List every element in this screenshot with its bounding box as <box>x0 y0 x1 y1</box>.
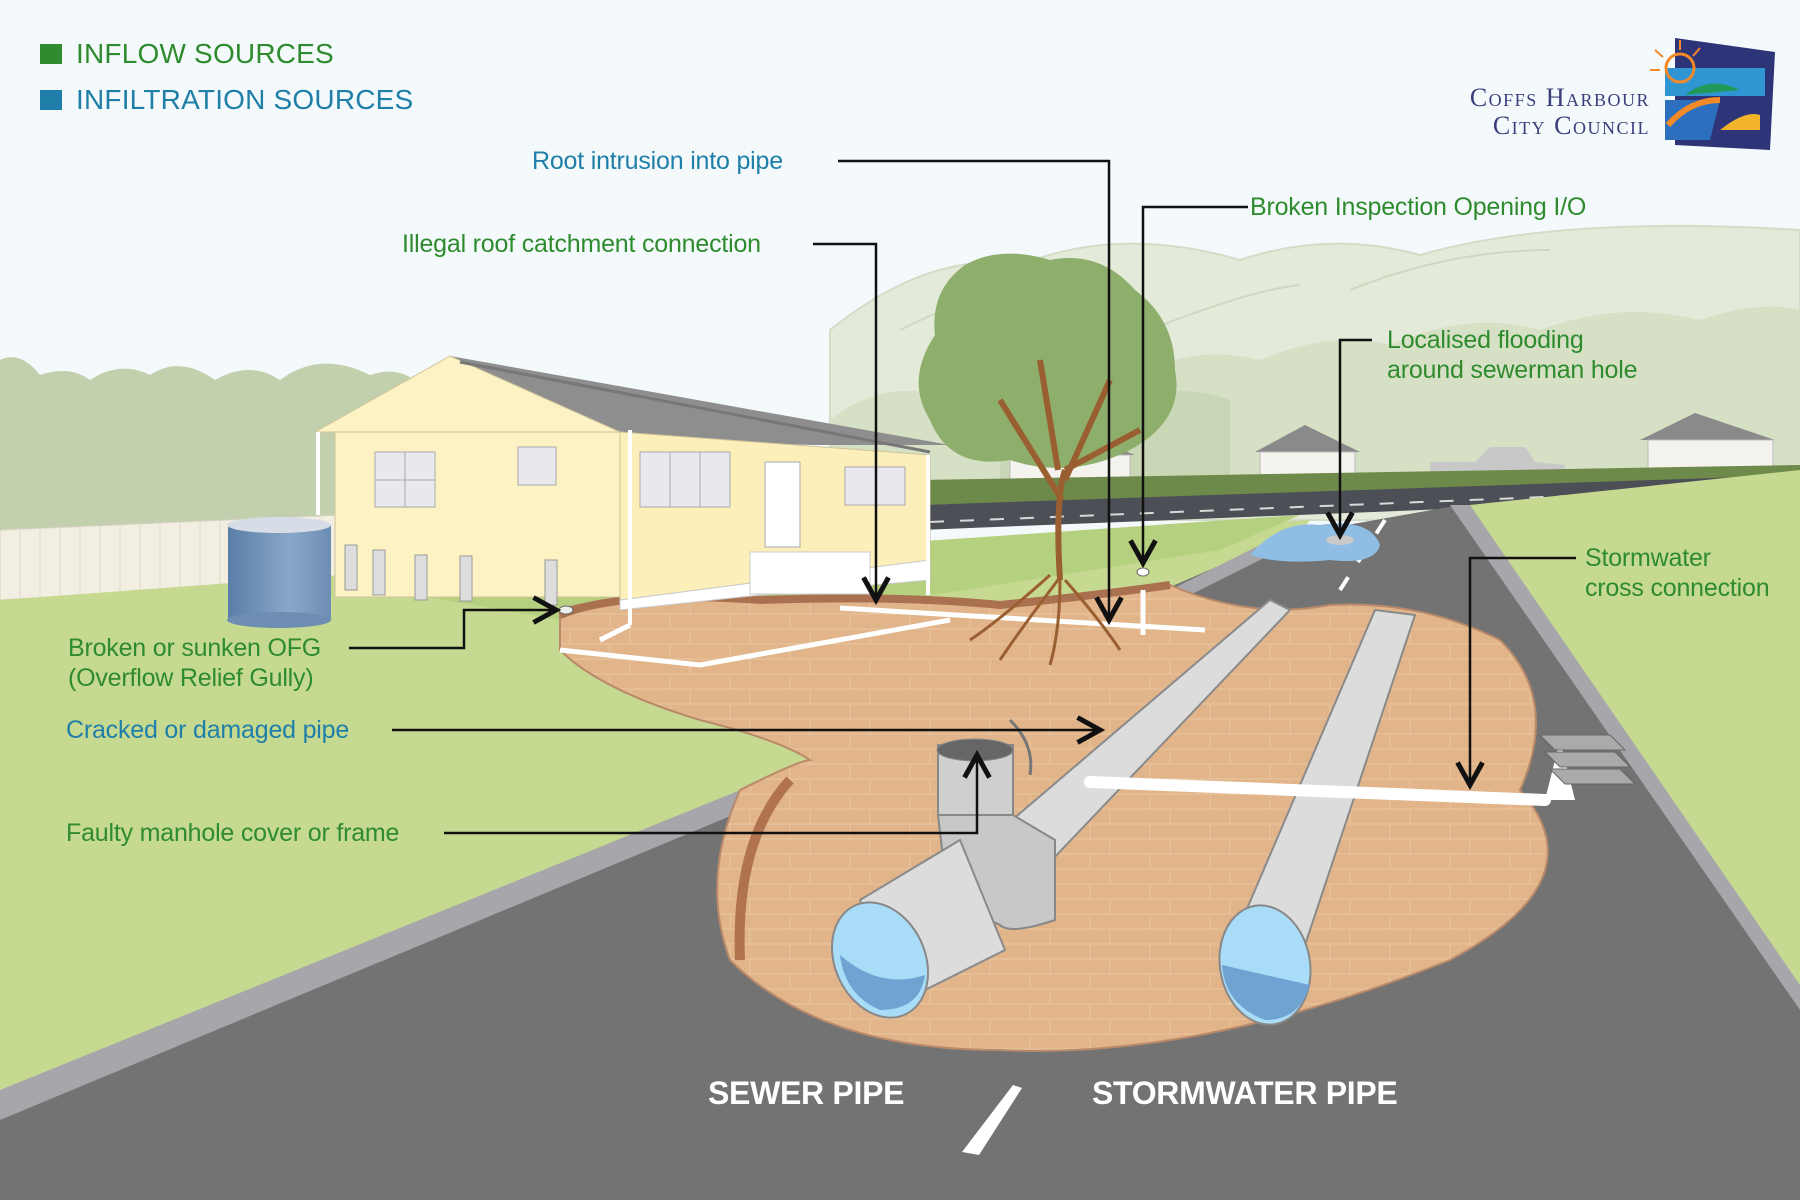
house-drain-lines <box>559 590 1206 668</box>
legend-label-infiltration: INFILTRATION SOURCES <box>76 84 414 115</box>
callout-broken-ofg-line1: Broken or sunken OFG <box>68 634 322 662</box>
left-curb <box>0 770 805 1120</box>
manhole-cover <box>936 738 1014 762</box>
callout-cracked-pipe: Cracked or damaged pipe <box>66 716 350 744</box>
callout-stormwater-cross-line2: cross connection <box>1585 574 1770 602</box>
leader-broken-io <box>1143 205 1248 563</box>
council-logo-mark <box>1650 38 1775 150</box>
callout-stormwater-cross-line1: Stormwater <box>1585 544 1711 572</box>
leader-broken-ofg <box>349 610 556 650</box>
cross-connection-pipe <box>1084 776 1551 806</box>
tree <box>918 253 1177 666</box>
council-logo-text: Coffs Harbour City Council <box>1400 84 1650 140</box>
callout-faulty-manhole: Faulty manhole cover or frame <box>66 819 400 847</box>
stormwater-pipe-label: STORMWATER PIPE <box>1092 1075 1398 1111</box>
cross-road <box>920 475 1800 530</box>
callout-broken-ofg-line2: (Overflow Relief Gully) <box>68 664 314 692</box>
house <box>313 355 950 625</box>
logo-line-1: Coffs Harbour <box>1469 83 1650 112</box>
legend-inflow: INFLOW SOURCES <box>40 38 334 70</box>
leader-illegal-roof <box>813 242 876 600</box>
legend-swatch-infiltration <box>40 90 62 110</box>
legend-infiltration: INFILTRATION SOURCES <box>40 84 413 116</box>
callout-broken-io: Broken Inspection Opening I/O <box>1250 193 1587 221</box>
pipe-crack <box>1008 718 1033 776</box>
callout-localised-flooding-line1: Localised flooding <box>1387 326 1584 354</box>
leader-localised-flooding <box>1340 338 1372 535</box>
callout-stormwater-cross: Stormwater cross connection <box>1585 543 1770 603</box>
treeline-left <box>0 357 420 560</box>
ofg-gully <box>558 605 574 615</box>
rainwater-tank <box>227 517 331 628</box>
callout-localised-flooding-line2: around sewerman hole <box>1387 356 1638 384</box>
leader-stormwater-cross <box>1470 556 1576 785</box>
sewer-pipe-label: SEWER PIPE <box>708 1075 905 1111</box>
stormwater-grate <box>1538 734 1637 785</box>
callout-root-intrusion: Root intrusion into pipe <box>532 147 783 175</box>
legend-swatch-inflow <box>40 44 62 64</box>
callout-broken-ofg: Broken or sunken OFG (Overflow Relief Gu… <box>68 633 321 693</box>
leader-faulty-manhole <box>444 755 977 835</box>
pipe-label-divider <box>962 1085 1022 1155</box>
legend-label-inflow: INFLOW SOURCES <box>76 38 334 69</box>
sewer-pipe <box>830 598 1292 1019</box>
right-curb <box>1450 505 1800 1010</box>
callout-illegal-roof: Illegal roof catchment connection <box>402 230 761 258</box>
leader-lines <box>349 159 1576 835</box>
inspection-opening <box>1136 567 1150 577</box>
callout-localised-flooding: Localised flooding around sewerman hole <box>1387 325 1638 385</box>
leader-root-intrusion <box>838 159 1109 620</box>
logo-line-2: City Council <box>1492 111 1650 140</box>
